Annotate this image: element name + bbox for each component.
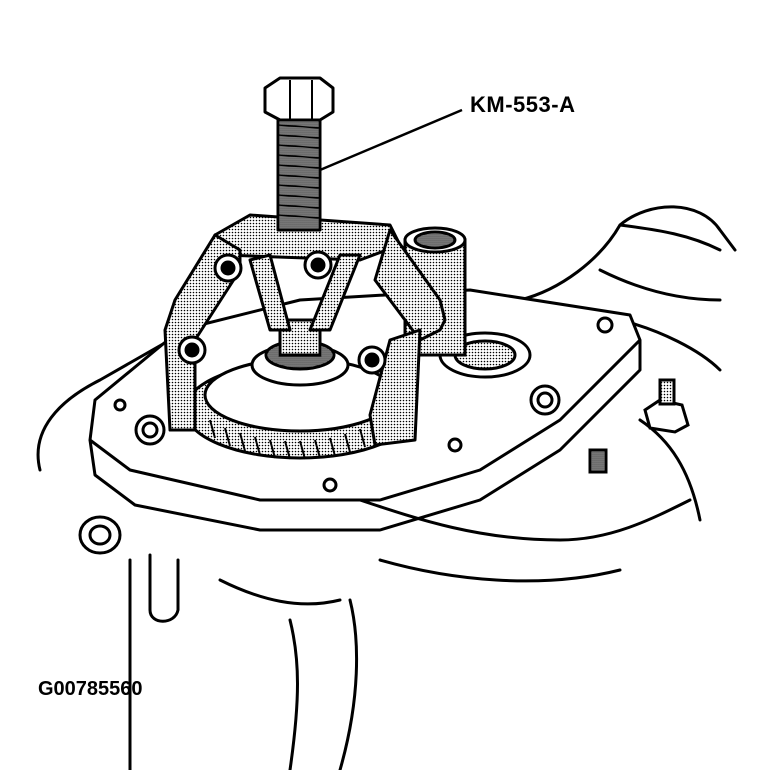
figure-id: G00785560 [38,678,143,700]
callout-leader-line [319,108,463,172]
ring-gear [183,357,417,460]
tool-callout-label: KM-553-A [470,92,576,117]
puller-tool [163,76,447,447]
bearing [250,318,350,387]
housing-bolts [78,378,690,555]
